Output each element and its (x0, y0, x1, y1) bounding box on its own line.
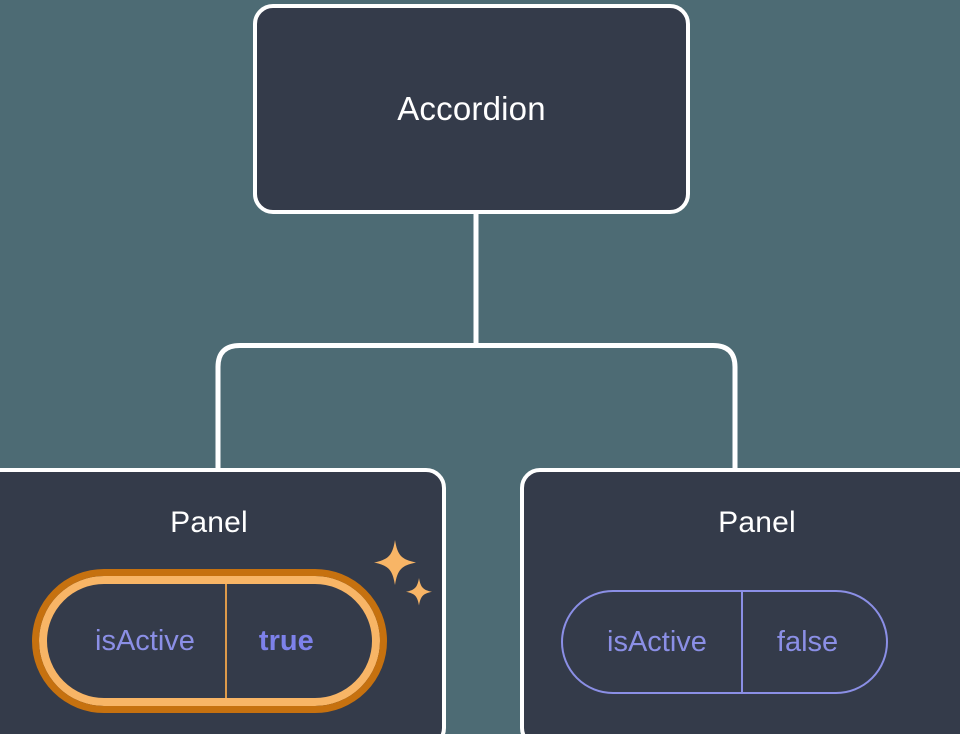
prop-pill-is-active-true[interactable]: isActive true (32, 569, 387, 713)
prop-pill-is-active-false[interactable]: isActive false (561, 590, 889, 694)
prop-value: true (224, 584, 372, 698)
tree-node-accordion[interactable]: Accordion (253, 4, 690, 214)
tree-node-panel-active[interactable]: Panel isActive true (0, 468, 446, 734)
node-title-panel-left: Panel (170, 506, 248, 539)
node-title-panel-right: Panel (718, 506, 796, 539)
tree-node-panel-inactive[interactable]: Panel isActive false (520, 468, 960, 734)
prop-pill-wrapper-active: isActive true (32, 569, 387, 713)
prop-pill-wrapper-inactive: isActive false (561, 590, 889, 694)
sparkle-large-icon (374, 540, 416, 585)
node-title-accordion: Accordion (397, 90, 546, 127)
prop-key: isActive (95, 624, 195, 657)
sparkle-small-icon (406, 578, 432, 606)
sparkle-group (374, 540, 432, 606)
connector-branch-bar (215, 343, 738, 470)
prop-value: false (740, 592, 886, 692)
prop-key: isActive (607, 625, 707, 658)
